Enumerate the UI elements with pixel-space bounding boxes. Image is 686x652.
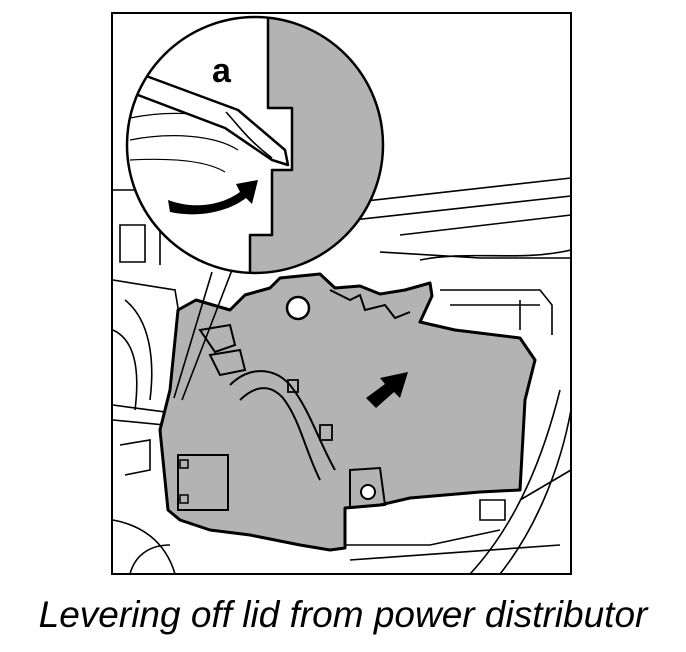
callout-pointer xyxy=(173,269,233,401)
background-linework xyxy=(112,177,572,575)
figure-caption: Levering off lid from power distributor xyxy=(38,594,648,635)
callout-letter: a xyxy=(212,52,232,90)
power-distributor-lid xyxy=(158,272,537,552)
lift-direction-arrow-icon xyxy=(366,372,408,408)
illustration: a xyxy=(111,12,572,575)
